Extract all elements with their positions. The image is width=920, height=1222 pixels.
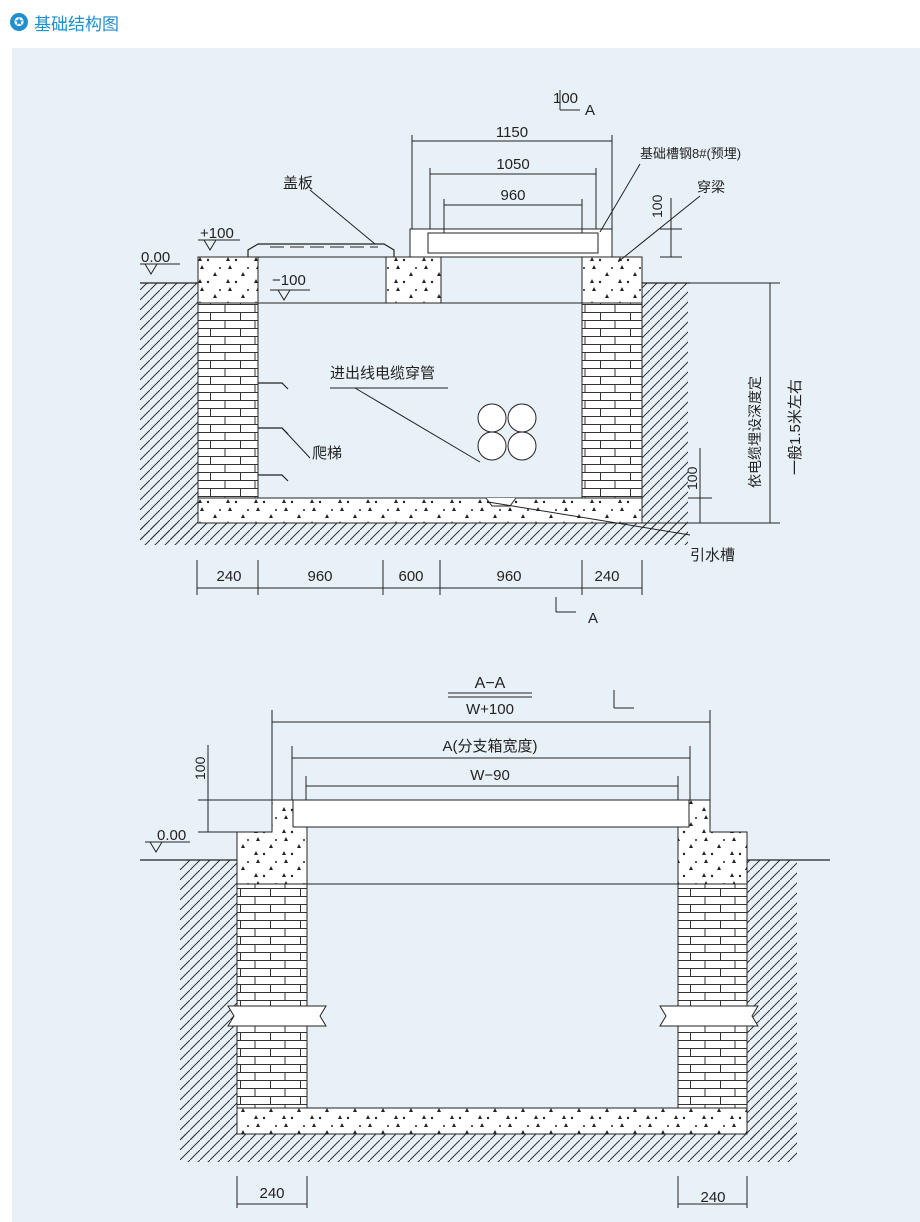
label-drain: 引水槽 [690, 547, 735, 564]
plan-view: +100 0.00 −100 100 A 1150 1050 960 盖板 基础… [140, 90, 804, 627]
top-beam [292, 799, 690, 828]
cable-pipe [477, 431, 507, 461]
bottom-dim-1: 240 [216, 568, 241, 585]
dim-100-top: 100 [553, 90, 578, 107]
left-top-concrete [197, 256, 259, 304]
right-top-concrete [581, 256, 643, 304]
bottom-dim-4: 960 [496, 568, 521, 585]
bottom-dim-2: 960 [307, 568, 332, 585]
label-cover: 盖板 [283, 174, 313, 192]
dim-inner-label: W−90 [470, 767, 510, 784]
soil-right [642, 283, 688, 541]
pipe-flange-right [659, 1005, 759, 1027]
left-brick-wall [236, 883, 308, 1109]
level-minus100: −100 [272, 272, 306, 289]
base-slab [236, 1107, 748, 1135]
dim-1150: 1150 [496, 124, 528, 141]
section-mark-bottom: A [588, 610, 598, 627]
ladder-rung [258, 382, 289, 390]
dim-right: 240 [700, 1189, 725, 1206]
pipe-flange-left [227, 1005, 327, 1027]
dim-1050: 1050 [496, 156, 529, 173]
dim-width-label: A(分支箱宽度) [443, 738, 538, 755]
soil-right [747, 860, 797, 1140]
section-mark-top: A [585, 102, 595, 119]
cover-plate [247, 243, 395, 257]
section-title: A−A [475, 675, 506, 692]
middle-beam [385, 256, 442, 304]
label-ladder: 爬梯 [312, 445, 342, 462]
star-icon: ✪ [10, 13, 28, 31]
soil-left [140, 283, 198, 541]
base-slab [197, 497, 643, 524]
right-brick-wall [677, 883, 748, 1109]
label-depth-typical: 一般1.5米左右 [787, 379, 804, 475]
bottom-dim-3: 600 [398, 568, 423, 585]
label-depth-rule: 依电缆埋设深度定 [747, 376, 763, 488]
cable-pipe [507, 403, 537, 433]
soil-left [180, 860, 237, 1140]
section-header: ✪ 基础结构图 [10, 8, 119, 36]
left-brick-wall [197, 302, 259, 499]
level-zero-section: 0.00 [157, 827, 186, 844]
dim-100-beam: 100 [649, 194, 665, 218]
label-cable-pipe: 进出线电缆穿管 [330, 365, 435, 382]
dim-left: 240 [259, 1185, 284, 1202]
dim-100-bottom: 100 [684, 466, 700, 490]
ladder-rung [258, 474, 289, 482]
level-plus100: +100 [200, 225, 234, 242]
page-title: 基础结构图 [34, 14, 119, 35]
section-view: A−A W+100 A(分支箱宽度) W−90 [140, 675, 830, 1208]
soil-bottom [180, 1134, 797, 1162]
dim-960-top: 960 [500, 187, 525, 204]
soil-bottom [140, 523, 688, 545]
bottom-dim-5: 240 [594, 568, 619, 585]
dim-100: 100 [192, 756, 208, 780]
label-beam: 穿梁 [697, 179, 725, 195]
cable-pipe [507, 431, 537, 461]
label-channel: 基础槽钢8#(预埋) [640, 146, 741, 161]
dim-total-label: W+100 [466, 701, 514, 718]
cable-pipe [477, 403, 507, 433]
level-zero: 0.00 [141, 249, 170, 266]
right-brick-wall [581, 302, 643, 499]
